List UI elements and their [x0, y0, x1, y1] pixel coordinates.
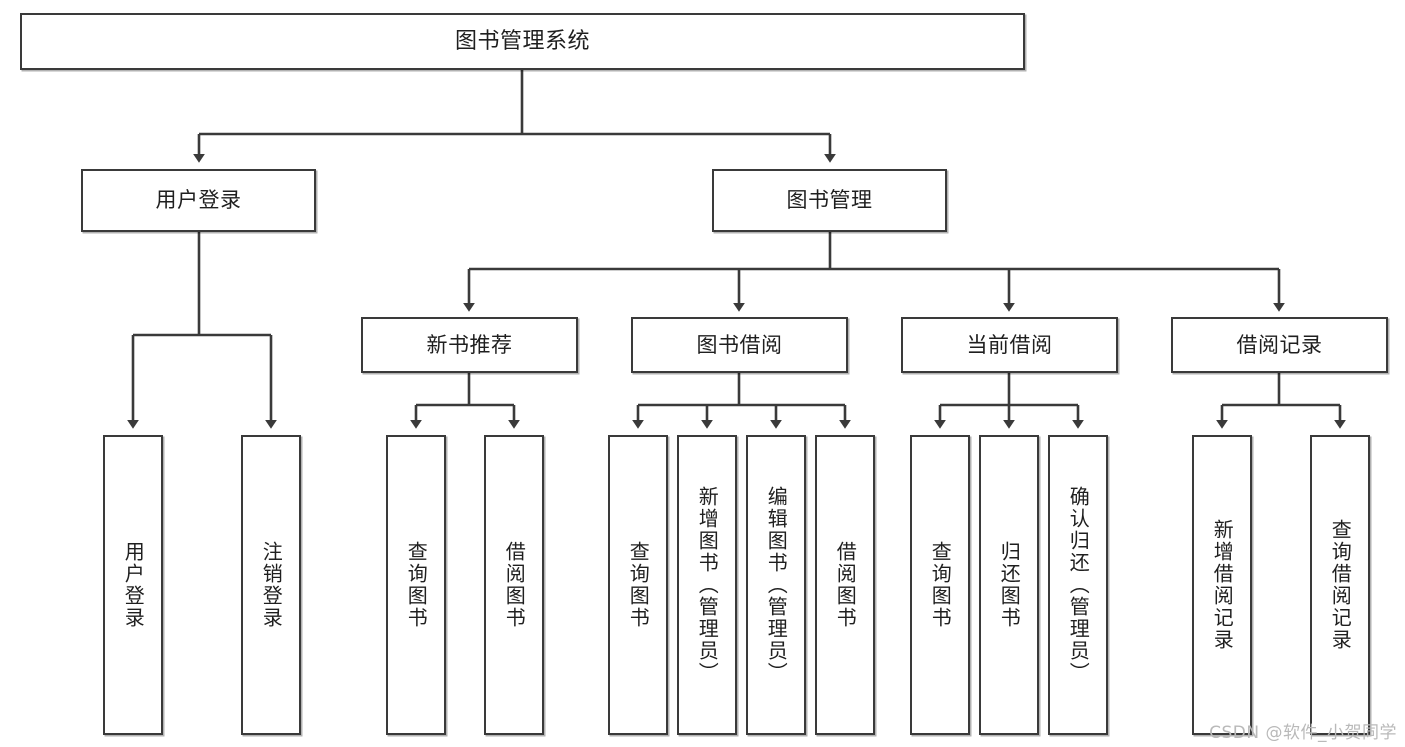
- node-label: 用户登录: [155, 188, 242, 213]
- node-label: 注销登录: [259, 541, 284, 629]
- node-label: 新增借阅记录: [1210, 519, 1235, 651]
- node-label: 借阅记录: [1236, 332, 1323, 357]
- node-label: 借阅图书: [833, 541, 858, 629]
- node-label: 新增图书（管理员）: [695, 486, 720, 684]
- node-label: 图书借阅: [696, 332, 783, 357]
- node-leaf-query-book-3[interactable]: 查询图书: [910, 435, 970, 735]
- node-leaf-query-record[interactable]: 查询借阅记录: [1310, 435, 1370, 735]
- node-book-manage[interactable]: 图书管理: [712, 169, 947, 232]
- node-current-borrow[interactable]: 当前借阅: [901, 317, 1118, 373]
- node-label: 查询图书: [626, 541, 651, 629]
- node-label: 新书推荐: [426, 332, 513, 357]
- node-leaf-user-login[interactable]: 用户登录: [103, 435, 163, 735]
- node-label: 用户登录: [121, 541, 146, 629]
- node-leaf-user-logout[interactable]: 注销登录: [241, 435, 301, 735]
- node-leaf-add-book[interactable]: 新增图书（管理员）: [677, 435, 737, 735]
- node-label: 查询图书: [928, 541, 953, 629]
- node-book-borrow[interactable]: 图书借阅: [631, 317, 848, 373]
- node-leaf-query-book-2[interactable]: 查询图书: [608, 435, 668, 735]
- node-borrow-record[interactable]: 借阅记录: [1171, 317, 1388, 373]
- node-label: 确认归还（管理员）: [1066, 486, 1091, 684]
- node-label: 当前借阅: [966, 332, 1053, 357]
- node-leaf-borrow-book-2[interactable]: 借阅图书: [815, 435, 875, 735]
- watermark-text: CSDN @软件_小贺同学: [1209, 723, 1397, 743]
- node-label: 查询图书: [404, 541, 429, 629]
- node-label: 归还图书: [997, 541, 1022, 629]
- node-leaf-return-book[interactable]: 归还图书: [979, 435, 1039, 735]
- node-label: 查询借阅记录: [1328, 519, 1353, 651]
- node-user-login[interactable]: 用户登录: [81, 169, 316, 232]
- node-leaf-query-book-1[interactable]: 查询图书: [386, 435, 446, 735]
- node-label: 借阅图书: [502, 541, 527, 629]
- node-leaf-confirm-return[interactable]: 确认归还（管理员）: [1048, 435, 1108, 735]
- node-label: 编辑图书（管理员）: [764, 486, 789, 684]
- node-leaf-edit-book[interactable]: 编辑图书（管理员）: [746, 435, 806, 735]
- node-label: 图书管理系统: [454, 28, 590, 54]
- node-leaf-borrow-book-1[interactable]: 借阅图书: [484, 435, 544, 735]
- node-label: 图书管理: [786, 188, 873, 213]
- node-new-book-recommend[interactable]: 新书推荐: [361, 317, 578, 373]
- node-leaf-add-record[interactable]: 新增借阅记录: [1192, 435, 1252, 735]
- node-root-system[interactable]: 图书管理系统: [20, 13, 1025, 70]
